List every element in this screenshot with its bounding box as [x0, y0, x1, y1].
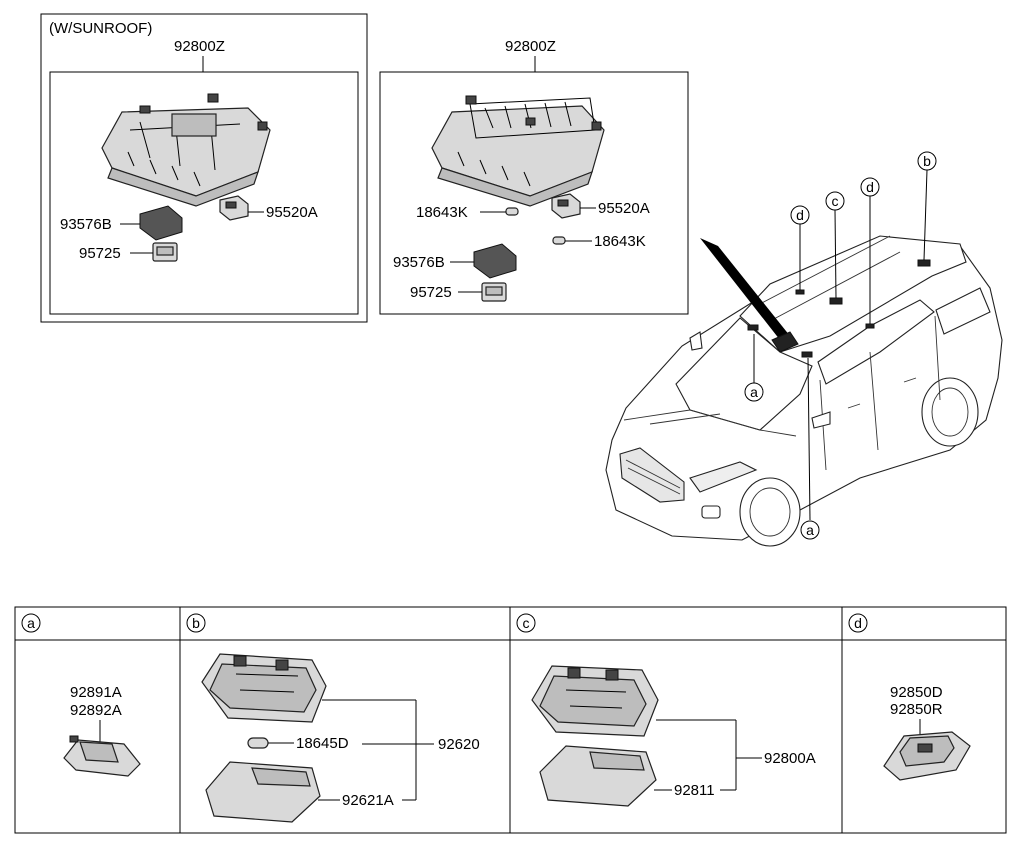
cell-c-lens-drawing	[539, 745, 657, 807]
middle-overhead-console-drawing	[431, 95, 605, 207]
left-assembly-label: 92800Z	[174, 38, 225, 55]
left-part-95725: 95725	[79, 245, 121, 262]
callout-d-1: d	[796, 207, 804, 223]
cell-d-part-2: 92850R	[890, 701, 943, 718]
cell-b-bulb: 18645D	[296, 735, 349, 752]
cell-a-part-2: 92892A	[70, 702, 122, 719]
middle-95725-drawing	[481, 282, 507, 302]
cell-b-lens: 92621A	[342, 792, 394, 809]
cell-b-lens-drawing	[205, 761, 321, 823]
middle-frame	[379, 71, 689, 315]
middle-part-95520a: 95520A	[598, 200, 650, 217]
left-group: (W/SUNROOF) 92800Z 93576B 95520A	[40, 13, 368, 323]
middle-part-95725: 95725	[410, 284, 452, 301]
callout-d-2: d	[866, 179, 874, 195]
middle-assembly-label: 92800Z	[505, 38, 556, 55]
middle-95520a-drawing	[551, 193, 581, 219]
middle-bulb-2-drawing	[552, 236, 566, 245]
left-95520a-drawing	[219, 195, 249, 221]
parts-table: a b c d 92891A 92892A 92620 18645D	[14, 606, 1007, 834]
left-part-95520a: 95520A	[266, 204, 318, 221]
cell-b-bulb-drawing	[247, 737, 269, 749]
middle-93576b-drawing	[473, 243, 517, 279]
table-header-c: c	[523, 615, 530, 631]
cell-a-lamp-drawing	[63, 735, 141, 777]
middle-bulb-1-drawing	[505, 207, 519, 216]
cell-a-part-1: 92891A	[70, 684, 122, 701]
cell-d-part-1: 92850D	[890, 684, 943, 701]
left-part-93576b: 93576B	[60, 216, 112, 233]
table-header-a: a	[27, 615, 35, 631]
cell-c-lamp-housing-drawing	[531, 665, 659, 737]
callout-c: c	[832, 193, 839, 209]
sunroof-title: (W/SUNROOF)	[49, 20, 152, 37]
callout-a-2: a	[806, 522, 814, 538]
middle-part-93576b: 93576B	[393, 254, 445, 271]
table-header-d: d	[854, 615, 862, 631]
cell-c-lens: 92811	[674, 782, 715, 799]
left-inner-frame	[49, 71, 359, 315]
left-93576b-drawing	[139, 205, 183, 241]
left-95725-drawing	[152, 242, 178, 262]
middle-group: 92800Z 18643K 95520A 18643K	[379, 38, 689, 315]
car-illustration	[605, 169, 1003, 547]
callout-b: b	[923, 153, 931, 169]
cell-c-assembly: 92800A	[764, 750, 816, 767]
left-overhead-console-drawing	[101, 93, 271, 207]
table-header-b: b	[192, 615, 200, 631]
middle-part-18643k-2: 18643K	[594, 233, 646, 250]
cell-b-lamp-housing-drawing	[201, 653, 327, 723]
callout-a-1: a	[750, 384, 758, 400]
cell-d-lamp-drawing	[883, 731, 971, 781]
middle-part-18643k-1: 18643K	[416, 204, 468, 221]
car-callouts: b c d d a a	[744, 151, 937, 540]
left-outer-frame	[40, 13, 368, 323]
cell-b-assembly: 92620	[438, 736, 480, 753]
